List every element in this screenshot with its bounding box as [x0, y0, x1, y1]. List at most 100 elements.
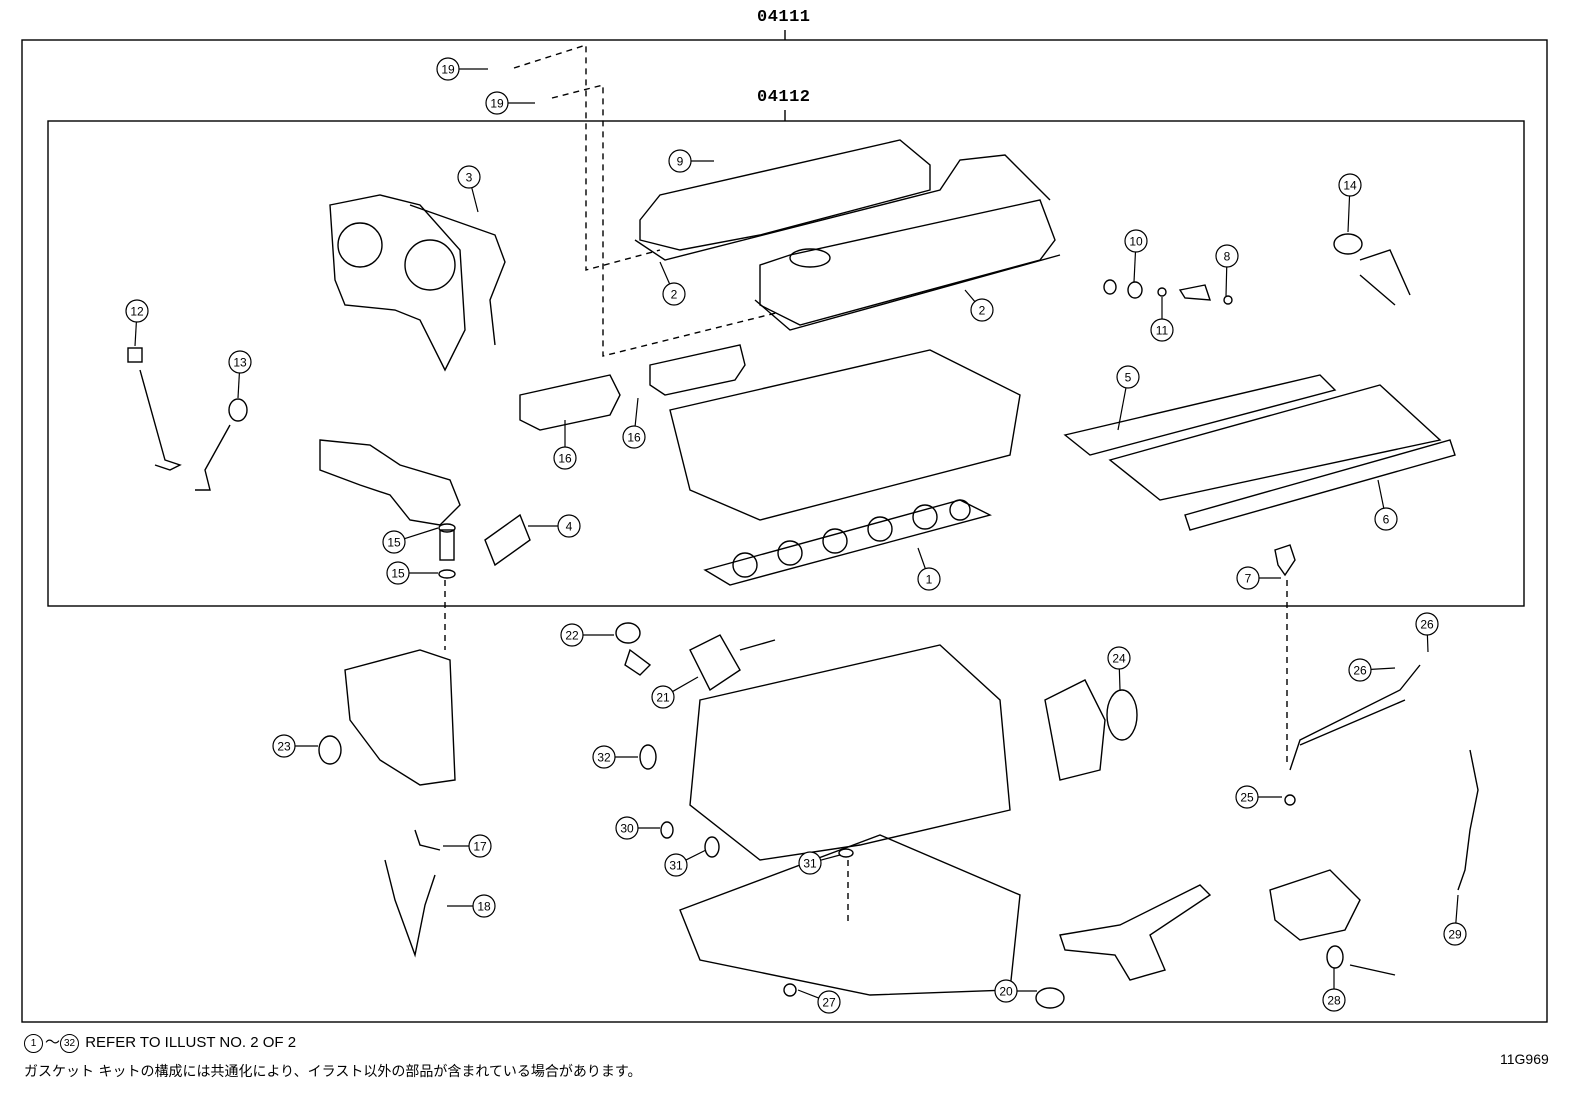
- callout-circle: [1116, 365, 1140, 389]
- callout-c12: 12: [125, 299, 149, 347]
- seal-18: [384, 859, 436, 958]
- water-pump-gasket: [689, 634, 741, 692]
- callout-c31a: 31: [664, 849, 707, 877]
- callout-circle: [382, 530, 406, 554]
- callout-c30: 30: [615, 816, 660, 840]
- callout-number: 21: [656, 691, 670, 705]
- callout-c27: 27: [797, 989, 841, 1014]
- callout-c7: 7: [1236, 566, 1281, 590]
- callout-number: 15: [387, 536, 401, 550]
- callout-circle: [917, 567, 941, 591]
- callout-c17: 17: [443, 834, 492, 858]
- inner-kit-frame: [47, 120, 1525, 607]
- callout-number: 31: [669, 859, 683, 873]
- callout-number: 6: [1383, 513, 1390, 527]
- callout-number: 30: [620, 822, 634, 836]
- callout-number: 31: [803, 857, 817, 871]
- callout-number: 10: [1129, 235, 1143, 249]
- callout-circle: [1338, 173, 1362, 197]
- callout-number: 12: [130, 305, 144, 319]
- callout-number: 24: [1112, 652, 1126, 666]
- lower-oil-pan: [679, 834, 1021, 996]
- callout-circle: [1374, 507, 1398, 531]
- callout-circle: [664, 853, 688, 877]
- range-separator: ～: [45, 1034, 61, 1051]
- callout-number: 16: [558, 452, 572, 466]
- callout-number: 20: [999, 985, 1013, 999]
- water-outlet: [319, 439, 461, 579]
- range-note: 1～32 REFER TO ILLUST NO. 2 OF 2: [24, 1031, 296, 1053]
- oil-pan-gasket: [669, 349, 1021, 521]
- callout-number: 3: [466, 171, 473, 185]
- callout-circle: [1322, 988, 1346, 1012]
- callout-circle: [560, 623, 584, 647]
- callout-number: 13: [233, 356, 247, 370]
- callout-c8: 8: [1215, 244, 1239, 297]
- callout-c19a: 19: [436, 57, 488, 81]
- outer-kit-frame: [21, 39, 1548, 1023]
- callout-number: 4: [566, 520, 573, 534]
- callout-c25: 25: [1235, 785, 1282, 809]
- callout-circle: [615, 816, 639, 840]
- callout-c22: 22: [560, 623, 614, 647]
- egr-gasket: [484, 513, 531, 567]
- valve-parts: [127, 347, 248, 491]
- callout-number: 29: [1448, 928, 1462, 942]
- callout-number: 14: [1343, 179, 1357, 193]
- cylinder-block: [689, 644, 1011, 861]
- callout-circle: [1215, 244, 1239, 268]
- callout-circle: [1236, 566, 1260, 590]
- range-end-badge: 32: [60, 1033, 80, 1053]
- callout-c18: 18: [447, 894, 496, 918]
- callout-c6: 6: [1374, 479, 1398, 531]
- callout-c28: 28: [1322, 968, 1346, 1012]
- callout-c32: 32: [592, 745, 638, 769]
- oil-filter-bracket: [1269, 869, 1361, 941]
- callout-c2a: 2: [659, 261, 686, 306]
- callout-circle: [1235, 785, 1259, 809]
- callout-c26a: 26: [1415, 612, 1439, 653]
- callout-number: 9: [677, 155, 684, 169]
- callout-circle: [436, 57, 460, 81]
- callout-circle: [472, 894, 496, 918]
- callout-circle: [651, 685, 675, 709]
- callout-c3: 3: [457, 165, 481, 213]
- oil-seal-14: [1333, 233, 1411, 306]
- callout-c23: 23: [272, 734, 318, 758]
- callout-number: 5: [1125, 371, 1132, 385]
- callout-circle: [970, 298, 994, 322]
- callout-number: 8: [1224, 250, 1231, 264]
- callout-circle: [994, 979, 1018, 1003]
- callout-number: 2: [671, 288, 678, 302]
- callout-circle: [1107, 646, 1131, 670]
- illustration-code: 11G969: [1500, 1051, 1549, 1067]
- range-start-badge: 1: [24, 1033, 43, 1053]
- callout-c9: 9: [668, 149, 714, 173]
- callout-circle: [485, 91, 509, 115]
- callout-number: 25: [1240, 791, 1254, 805]
- callout-c5: 5: [1116, 365, 1140, 431]
- callout-circle: [228, 350, 252, 374]
- callout-c2b: 2: [964, 289, 994, 322]
- callout-number: 32: [597, 751, 611, 765]
- callout-c31b: 31: [798, 851, 841, 875]
- dipstick: [1457, 749, 1479, 891]
- callout-circle: [1443, 922, 1467, 946]
- oil-strainer: [1059, 884, 1212, 981]
- callout-number: 1: [926, 573, 933, 587]
- callout-circle: [457, 165, 481, 189]
- callout-number: 28: [1327, 994, 1341, 1008]
- callout-circle: [386, 561, 410, 585]
- callout-circle: [272, 734, 296, 758]
- callout-c14: 14: [1338, 173, 1362, 233]
- outer-kit-code: 04111: [757, 8, 811, 27]
- callout-c29: 29: [1443, 894, 1467, 946]
- callout-c21: 21: [651, 676, 699, 709]
- callout-number: 23: [277, 740, 291, 754]
- seal-17: [414, 829, 441, 851]
- callout-c15a: 15: [382, 527, 439, 554]
- callout-c11: 11: [1150, 297, 1174, 342]
- callout-circle: [557, 514, 581, 538]
- callout-circle: [662, 282, 686, 306]
